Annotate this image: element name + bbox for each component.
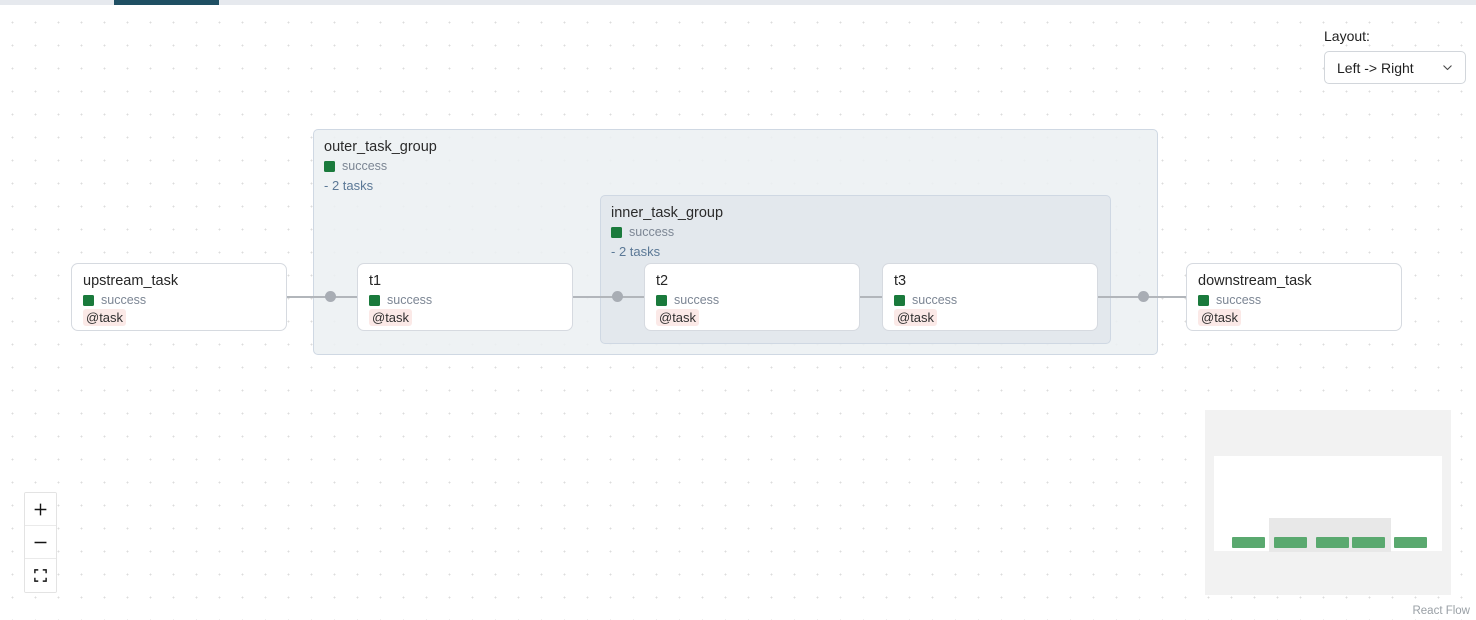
task-node-status: success: [1198, 293, 1390, 307]
task-node-operator-badge: @task: [369, 309, 413, 327]
flow-canvas[interactable]: outer_task_group success - 2 tasks inner…: [0, 5, 1476, 620]
task-node-operator-badge: @task: [656, 309, 700, 327]
task-node-status-text: success: [912, 293, 958, 308]
task-node-t1[interactable]: t1 success @task: [357, 263, 573, 331]
status-swatch-icon: [324, 160, 335, 172]
fit-view-icon: [34, 569, 47, 582]
task-node-operator-badge: @task: [83, 309, 127, 327]
task-node-status-text: success: [101, 293, 147, 308]
task-node-operator-badge: @task: [894, 309, 938, 327]
minimap-node: [1352, 537, 1385, 548]
minimap-node: [1316, 537, 1349, 548]
task-group-inner-status: success: [611, 225, 674, 239]
layout-direction-select[interactable]: Left -> Right: [1324, 51, 1466, 84]
status-swatch-icon: [611, 226, 622, 238]
edge-marker-icon[interactable]: [1138, 291, 1149, 302]
status-swatch-icon: [83, 294, 94, 306]
edge-upstream-to-t1: [287, 296, 358, 298]
task-node-title: upstream_task: [83, 273, 179, 289]
task-node-status: success: [369, 293, 561, 307]
task-group-inner-status-text: success: [629, 225, 675, 239]
task-node-status: success: [83, 293, 275, 307]
layout-direction-value: Left -> Right: [1337, 59, 1414, 76]
task-group-outer-title: outer_task_group: [324, 139, 437, 155]
task-node-status: success: [894, 293, 1086, 307]
task-node-title: downstream_task: [1198, 273, 1312, 289]
task-group-outer-status: success: [324, 159, 387, 173]
minimap-node: [1232, 537, 1265, 548]
task-node-title: t1: [369, 273, 382, 289]
task-node-t2[interactable]: t2 success @task: [644, 263, 860, 331]
task-group-inner-tasks-count: - 2 tasks: [611, 244, 661, 259]
active-tab-indicator[interactable]: [114, 0, 219, 5]
zoom-controls: [24, 492, 57, 593]
task-node-downstream-task[interactable]: downstream_task success @task: [1186, 263, 1402, 331]
status-swatch-icon: [369, 294, 380, 306]
status-swatch-icon: [1198, 294, 1209, 306]
task-node-operator-badge: @task: [1198, 309, 1242, 327]
task-node-status: success: [656, 293, 848, 307]
zoom-out-button[interactable]: [25, 526, 56, 559]
edge-marker-icon[interactable]: [325, 291, 336, 302]
task-node-status-text: success: [1216, 293, 1262, 308]
minimap-node: [1274, 537, 1307, 548]
task-group-outer-status-text: success: [342, 159, 388, 173]
task-node-upstream-task[interactable]: upstream_task success @task: [71, 263, 287, 331]
minimap-node: [1394, 537, 1427, 548]
react-flow-attribution[interactable]: React Flow: [1412, 605, 1470, 617]
layout-label: Layout:: [1324, 28, 1370, 44]
plus-icon: [34, 503, 47, 515]
zoom-in-button[interactable]: [25, 493, 56, 526]
minimap[interactable]: [1205, 410, 1451, 595]
task-node-title: t3: [894, 273, 907, 289]
layout-panel: Layout: Left -> Right: [1324, 28, 1466, 84]
status-swatch-icon: [894, 294, 905, 306]
fit-view-button[interactable]: [25, 559, 56, 592]
task-group-outer-tasks-count: - 2 tasks: [324, 178, 374, 193]
task-node-status-text: success: [674, 293, 720, 308]
task-node-t3[interactable]: t3 success @task: [882, 263, 1098, 331]
task-node-title: t2: [656, 273, 669, 289]
edge-t2-to-t3: [860, 296, 883, 298]
minimap-viewport-mask[interactable]: [1214, 456, 1442, 552]
task-node-status-text: success: [387, 293, 433, 308]
edge-marker-icon[interactable]: [612, 291, 623, 302]
task-group-inner-title: inner_task_group: [611, 205, 724, 221]
chevron-down-icon: [1443, 65, 1452, 71]
minus-icon: [34, 541, 47, 543]
tab-strip: [0, 0, 1476, 5]
status-swatch-icon: [656, 294, 667, 306]
edge-t1-to-t2: [573, 296, 645, 298]
